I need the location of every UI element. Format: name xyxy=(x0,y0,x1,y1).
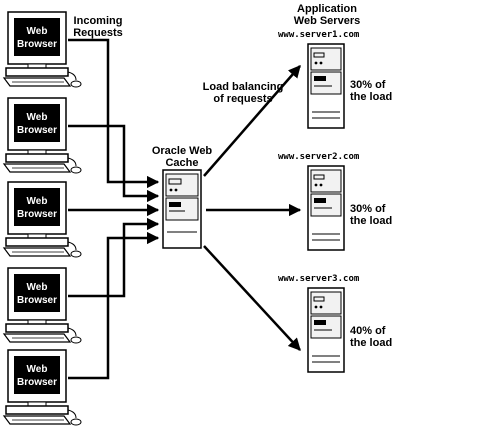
load-balancing-label-line1: Load balancing xyxy=(203,81,284,93)
cpu-base xyxy=(5,67,69,77)
cache-led-1 xyxy=(169,188,173,192)
mouse xyxy=(70,166,82,174)
mouse xyxy=(70,250,82,258)
application-servers xyxy=(307,43,345,373)
connector-browser-5 xyxy=(68,231,160,380)
cache-led-2 xyxy=(174,188,178,192)
server-drive-bay-1 xyxy=(310,47,342,71)
server-drive-slot-2 xyxy=(314,76,326,81)
server2-name: www.server2.com xyxy=(278,152,360,162)
arrow-to-server3 xyxy=(203,245,301,351)
mouse xyxy=(70,418,82,426)
incoming-requests-label-line2: Requests xyxy=(73,27,123,39)
cache-drive-slot-2 xyxy=(169,202,181,207)
request-connectors xyxy=(68,38,160,380)
monitor-screen xyxy=(14,274,60,312)
browser-label-line2: Browser xyxy=(17,377,57,388)
server-led-2 xyxy=(319,61,323,65)
browser-label-line2: Browser xyxy=(17,125,57,136)
browser-label-line2: Browser xyxy=(17,295,57,306)
server2-load-line2: the load xyxy=(350,215,392,227)
browser-label-line1: Web xyxy=(27,26,48,37)
application-servers-label-line2: Web Servers xyxy=(294,15,360,27)
server1-name: www.server1.com xyxy=(278,30,360,40)
application-servers-label-line1: Application xyxy=(297,3,357,15)
mouse-cable xyxy=(67,327,77,337)
cache-drive-bay-1 xyxy=(165,173,199,197)
server-drive-bay-1 xyxy=(310,169,342,193)
server3-name: www.server3.com xyxy=(278,274,360,284)
browser-label-line1: Web xyxy=(27,112,48,123)
mouse-cable xyxy=(67,241,77,251)
balancing-arrows xyxy=(203,65,302,351)
server-drive-bay-2 xyxy=(310,315,342,339)
cpu-base xyxy=(5,405,69,415)
browser-label-line1: Web xyxy=(27,282,48,293)
server1-load-line1: 30% of xyxy=(350,79,386,91)
monitor-screen xyxy=(14,104,60,142)
server2-load-line1: 30% of xyxy=(350,203,386,215)
cache-label-line2: Cache xyxy=(165,157,198,169)
server-drive-bay-1 xyxy=(310,291,342,315)
web-browsers: WebBrowserWebBrowserWebBrowserWebBrowser… xyxy=(2,11,82,426)
cache-label-line1: Oracle Web xyxy=(152,145,213,157)
connector-browser-4 xyxy=(68,217,160,298)
server-led-2 xyxy=(319,183,323,187)
cache-drive-slot-1 xyxy=(168,178,182,185)
cpu-base xyxy=(5,153,69,163)
monitor-screen xyxy=(14,356,60,394)
connector-browser-1 xyxy=(68,38,160,189)
browser-label-line1: Web xyxy=(27,364,48,375)
monitor-screen xyxy=(14,18,60,56)
server-drive-bay-2 xyxy=(310,71,342,95)
server-2 xyxy=(307,165,345,251)
server-drive-slot-1 xyxy=(313,296,325,302)
server-drive-slot-1 xyxy=(313,174,325,180)
server1-load-line2: the load xyxy=(350,91,392,103)
cpu-base xyxy=(5,237,69,247)
incoming-requests-label-line1: Incoming xyxy=(74,15,123,27)
cache-drive-bay-2 xyxy=(165,197,199,221)
mouse xyxy=(70,336,82,344)
server-led-1 xyxy=(314,305,318,309)
server3-load-line1: 40% of xyxy=(350,325,386,337)
monitor-screen xyxy=(14,188,60,226)
mouse-cable xyxy=(67,71,77,81)
browser-label-line2: Browser xyxy=(17,39,57,50)
oracle-web-cache xyxy=(162,169,202,249)
server-drive-slot-2 xyxy=(314,198,326,203)
server-drive-slot-1 xyxy=(313,52,325,58)
cpu-base xyxy=(5,323,69,333)
mouse-cable xyxy=(67,409,77,419)
server-led-2 xyxy=(319,305,323,309)
server-3 xyxy=(307,287,345,373)
mouse-cable xyxy=(67,157,77,167)
server-led-1 xyxy=(314,61,318,65)
mouse xyxy=(70,80,82,88)
server-1 xyxy=(307,43,345,129)
connector-browser-2 xyxy=(68,124,160,203)
server-drive-bay-2 xyxy=(310,193,342,217)
load-balancing-label-line2: of requests xyxy=(213,93,272,105)
server-led-1 xyxy=(314,183,318,187)
arrow-to-server1 xyxy=(203,65,301,177)
browser-label-line1: Web xyxy=(27,196,48,207)
server-drive-slot-2 xyxy=(314,320,326,325)
server3-load-line2: the load xyxy=(350,337,392,349)
browser-label-line2: Browser xyxy=(17,209,57,220)
